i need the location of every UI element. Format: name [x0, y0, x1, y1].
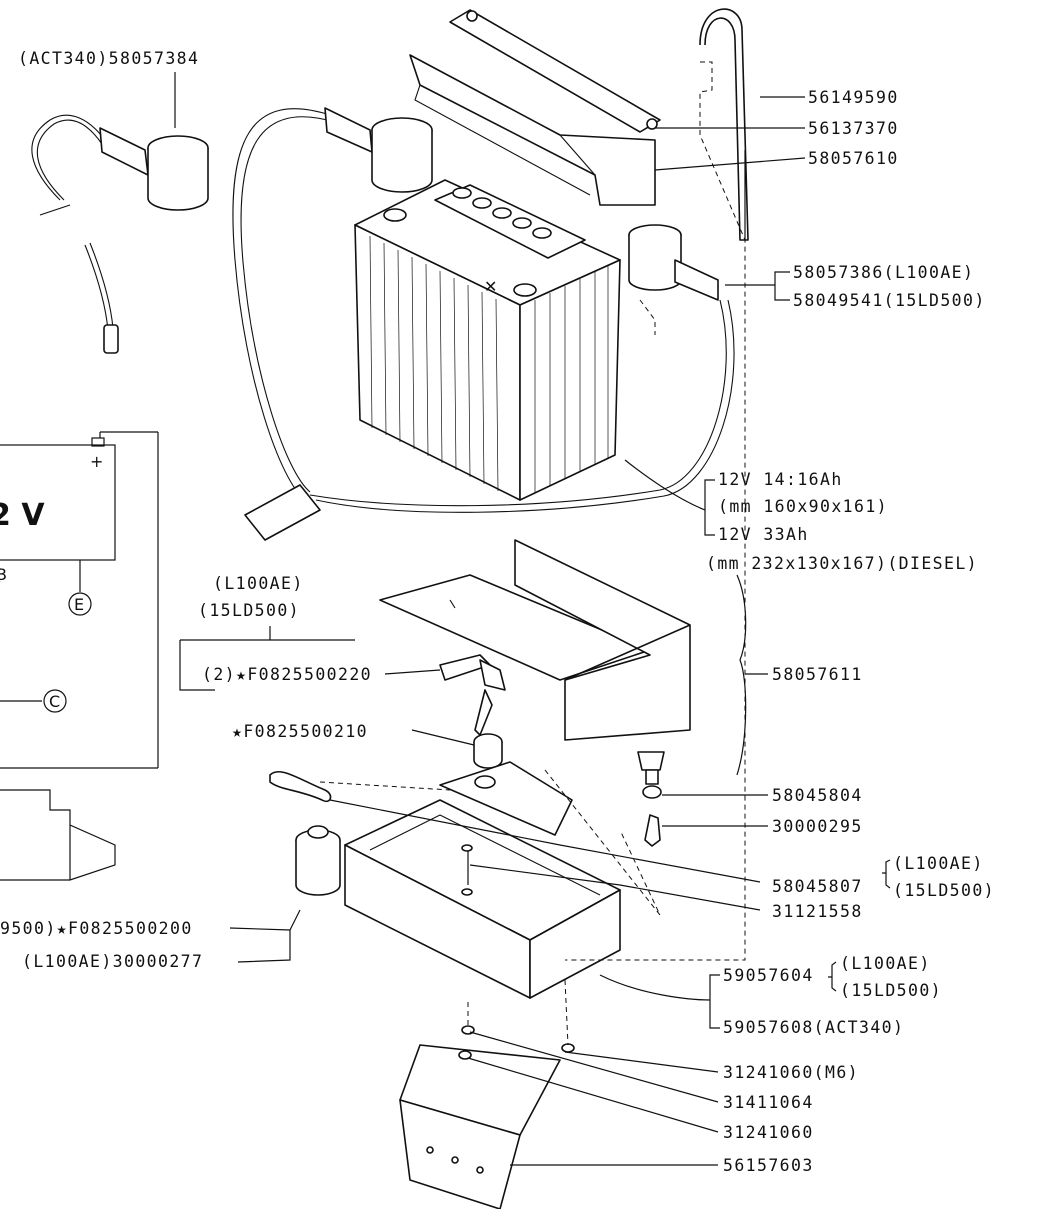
battery-drawing: ✕ [354, 179, 621, 501]
schematic-plus: + [90, 452, 104, 471]
label-bolt: 31241060 [723, 1123, 814, 1142]
label-strap: 56137370 [808, 119, 899, 138]
part-labels: (ACT340)58057384 56149590 56137370 58057… [0, 49, 995, 1175]
terminal-c-label: C [49, 692, 61, 711]
label-bracket-l100: (L100AE) [893, 854, 984, 873]
label-pad-set: 58057611 [772, 665, 863, 684]
label-socket-l100: (L100AE)30000277 [22, 952, 203, 971]
label-bracket-15ld: (15LD500) [893, 881, 995, 900]
label-battery-small-spec: 12V 14:16Ah [718, 470, 843, 489]
label-cover: 58057610 [808, 149, 899, 168]
pad-set-brace [736, 574, 747, 776]
label-battery-large-dims: (mm 232x130x167)(DIESEL) [706, 554, 978, 573]
label-model-l100: (L100AE) [213, 574, 304, 593]
label-model-15ld: (15LD500) [198, 601, 300, 620]
label-screw: 31121558 [772, 902, 863, 921]
label-support-plate: 56157603 [723, 1156, 814, 1175]
support-plate-drawing [399, 1025, 575, 1209]
label-washer: 31411064 [723, 1093, 814, 1112]
terminal-e-label: E [74, 595, 85, 614]
label-tray: 59057604 [723, 966, 814, 985]
socket-drawing [269, 770, 341, 896]
battery-tray-drawing [344, 761, 621, 999]
fuse-holder-drawing [637, 751, 665, 847]
battery-cover-drawing [409, 9, 661, 206]
label-bracket-clip: 58045807 [772, 877, 863, 896]
label-rod: 56149590 [808, 88, 899, 107]
label-battery-large-spec: 12V 33Ah [718, 525, 809, 544]
label-socket-15ld: 9500)★F0825500200 [0, 919, 193, 938]
label-cable-negative: (ACT340)58057384 [18, 49, 199, 68]
battery-minus-mark: ✕ [484, 277, 498, 296]
label-fuse-holder: 58045804 [772, 786, 863, 805]
positive-cable-drawing [232, 107, 735, 541]
label-key-switch: (2)★F0825500220 [202, 665, 372, 684]
schematic-voltage: 2 V [0, 498, 45, 533]
terminal-b-label: B [0, 565, 8, 584]
negative-cable-drawing [31, 114, 209, 354]
label-tray-act340: 59057608(ACT340) [723, 1018, 904, 1037]
label-tray-l100: (L100AE) [840, 954, 931, 973]
leader-lines [174, 61, 891, 1166]
battery-schematic: 2 V + E C B [0, 431, 159, 881]
key-switch-drawing [439, 654, 506, 769]
label-battery-small-dims: (mm 160x90x161) [718, 497, 888, 516]
hold-down-rod-drawing [699, 8, 749, 241]
label-cable-positive-15ld: 58049541(15LD500) [793, 291, 986, 310]
battery-pads-drawing [379, 539, 747, 776]
label-bolt-m6: 31241060(M6) [723, 1063, 859, 1082]
label-tray-15ld: (15LD500) [840, 981, 942, 1000]
label-fuse: 30000295 [772, 817, 863, 836]
label-cable-positive-l100: 58057386(L100AE) [793, 263, 974, 282]
label-key-nut: ★F0825500210 [232, 722, 368, 741]
